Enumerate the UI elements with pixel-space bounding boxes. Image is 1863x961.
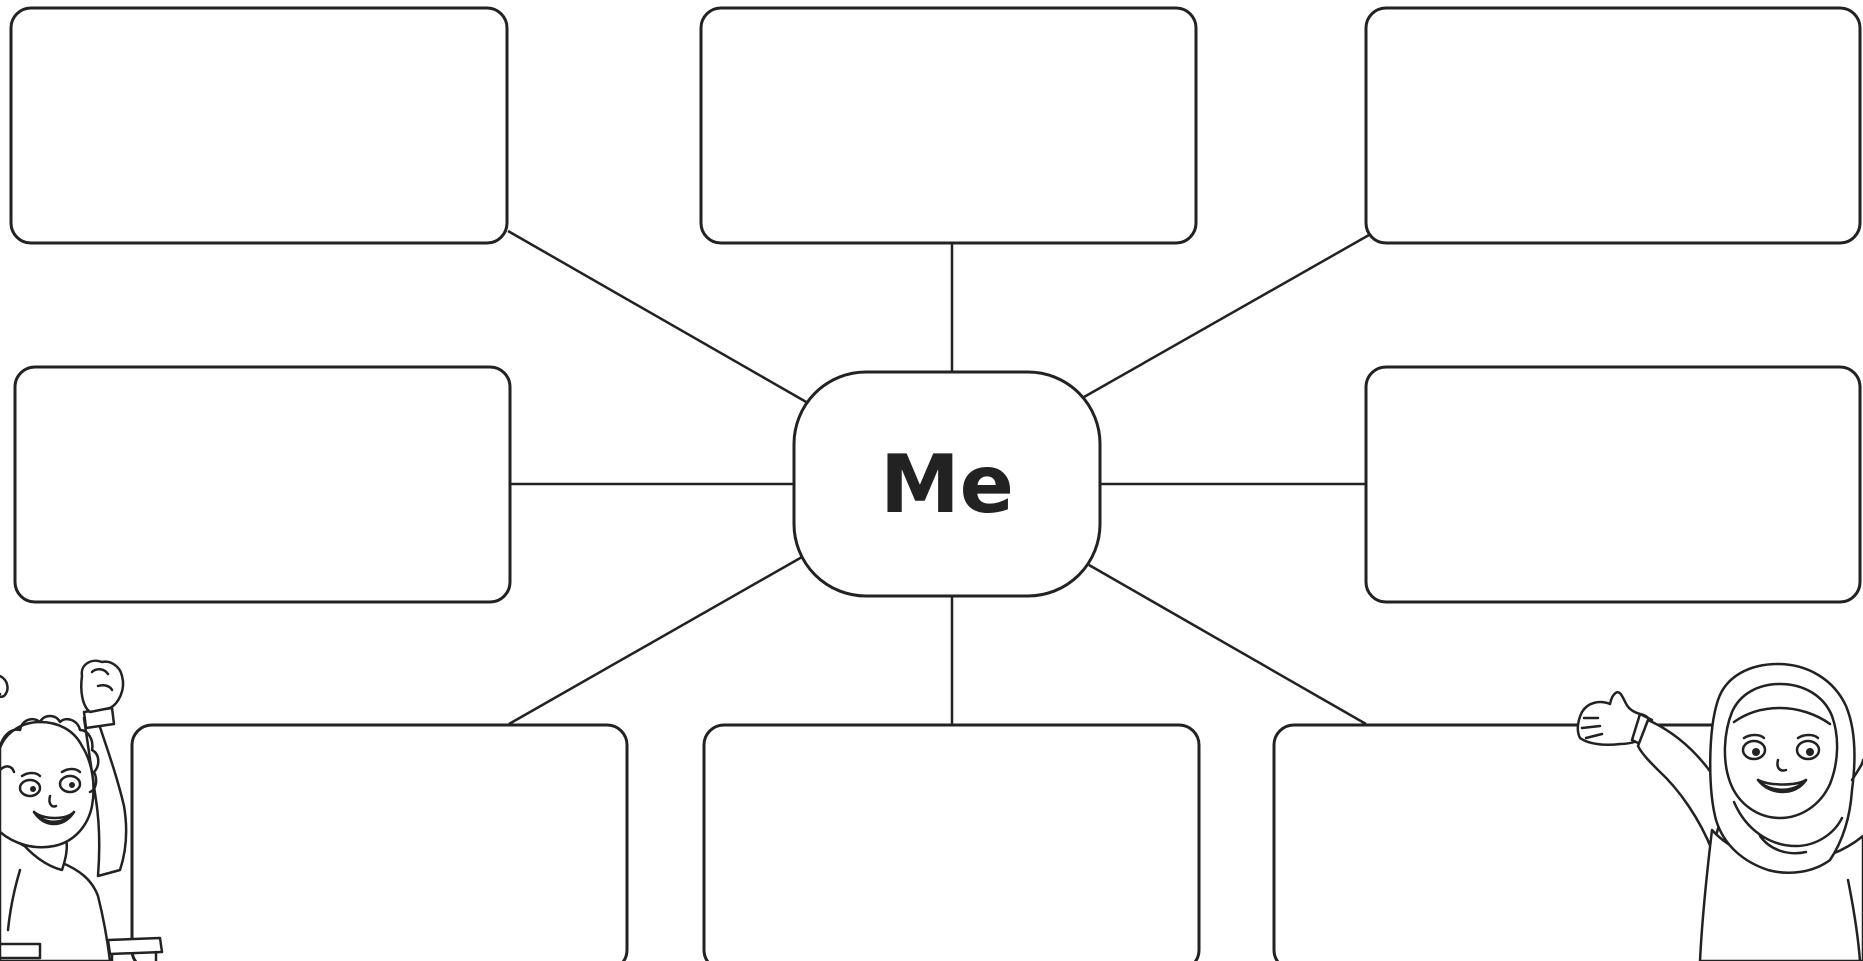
answer-box-bottom-left[interactable] bbox=[130, 723, 629, 961]
center-node: Me bbox=[792, 370, 1102, 598]
connector-top-right bbox=[1083, 233, 1370, 399]
answer-box-middle-left[interactable] bbox=[13, 365, 512, 604]
answer-box-top-middle[interactable] bbox=[699, 6, 1198, 245]
answer-box-top-right[interactable] bbox=[1364, 6, 1862, 245]
waving-girl-illustration bbox=[1576, 662, 1863, 961]
connector-bottom-right bbox=[1088, 563, 1367, 726]
answer-box-middle-right[interactable] bbox=[1364, 365, 1862, 604]
answer-box-bottom-middle[interactable] bbox=[702, 723, 1201, 961]
cheering-boy-illustration bbox=[0, 659, 164, 961]
connector-top-left bbox=[507, 229, 809, 405]
connector-lines bbox=[507, 229, 1370, 726]
answer-box-top-left[interactable] bbox=[9, 6, 509, 245]
center-label: Me bbox=[880, 438, 1014, 531]
connector-bottom-left bbox=[508, 555, 803, 726]
answer-boxes bbox=[9, 6, 1862, 961]
